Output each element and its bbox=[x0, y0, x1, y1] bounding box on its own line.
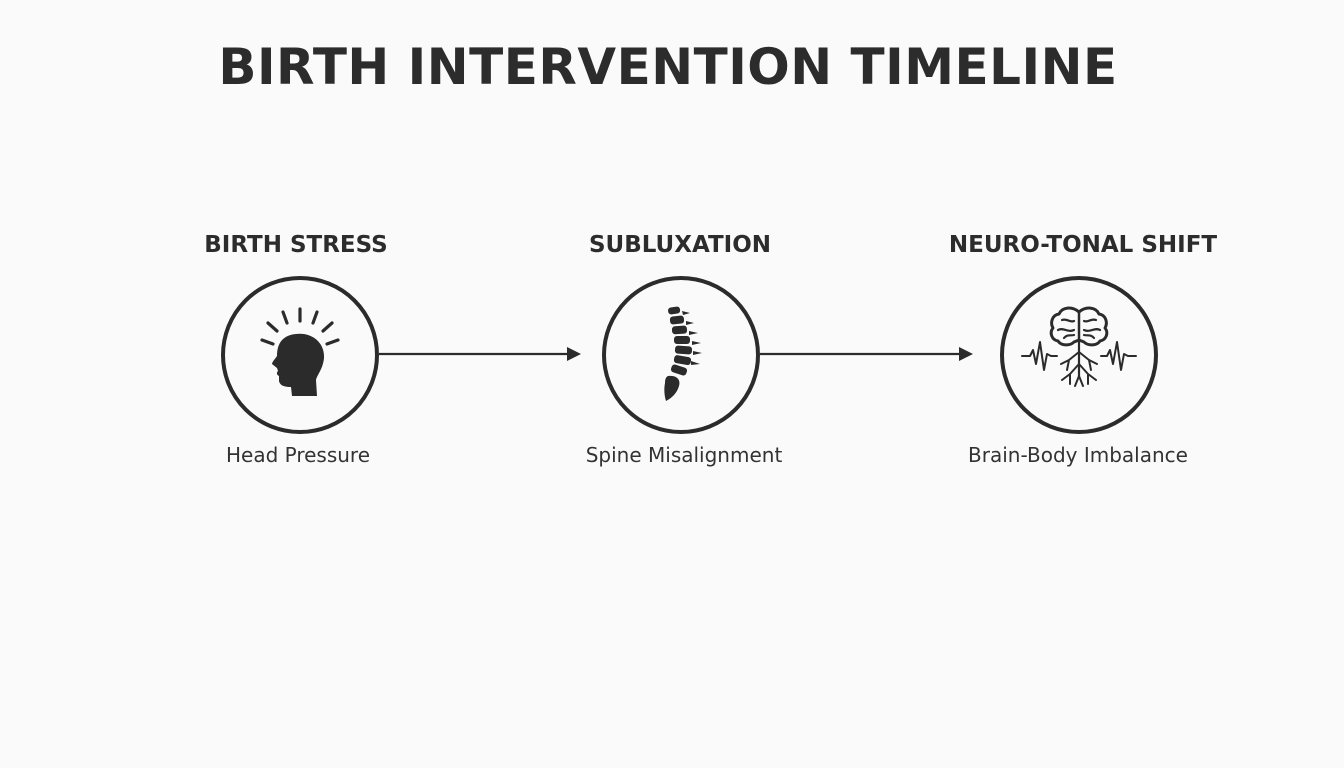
stage-caption-spine-misalignment: Spine Misalignment bbox=[585, 443, 783, 467]
spine-icon bbox=[664, 306, 702, 401]
stage-heading-subluxation: SUBLUXATION bbox=[588, 232, 772, 258]
stage-circle-birth-stress bbox=[221, 276, 379, 434]
head-pressure-icon bbox=[260, 307, 340, 396]
arrow-subluxation-to-neuro-tonal-shift bbox=[760, 344, 975, 364]
diagram-title: BIRTH INTERVENTION TIMELINE bbox=[218, 38, 1118, 96]
stage-heading-neuro-tonal-shift: NEURO-TONAL SHIFT bbox=[948, 232, 1218, 258]
stage-circle-subluxation bbox=[602, 276, 760, 434]
stage-caption-head-pressure: Head Pressure bbox=[225, 443, 371, 467]
stage-caption-brain-body-imbalance: Brain-Body Imbalance bbox=[968, 443, 1188, 467]
stage-circle-neuro-tonal-shift bbox=[1000, 276, 1158, 434]
stage-heading-birth-stress: BIRTH STRESS bbox=[204, 232, 388, 258]
brain-nerves-icon bbox=[1021, 306, 1137, 387]
arrow-birth-stress-to-subluxation bbox=[379, 344, 583, 364]
